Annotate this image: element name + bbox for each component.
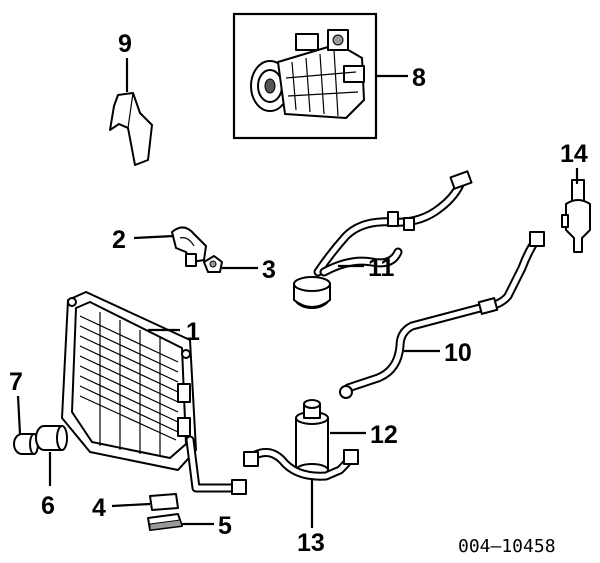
part-7-cap [13, 433, 39, 455]
part-10-discharge-line [339, 231, 545, 399]
part-13-liquid-line [243, 448, 359, 481]
callout-13: 13 [297, 529, 325, 557]
callout-2: 2 [112, 226, 126, 254]
drawing-number: 004–10458 [458, 536, 556, 557]
part-2-bracket [171, 226, 207, 267]
callout-12: 12 [370, 421, 398, 449]
callout-6: 6 [41, 492, 55, 520]
callout-14: 14 [560, 140, 588, 168]
leader-lines [16, 58, 579, 528]
part-1-condenser [61, 291, 247, 495]
callout-5: 5 [218, 512, 232, 540]
callout-11: 11 [368, 254, 395, 282]
part-3-fitting [203, 255, 223, 273]
callout-4: 4 [92, 494, 106, 522]
part-12-receiver-drier [295, 399, 329, 477]
part-4-pad [149, 493, 179, 511]
callout-labels: 9 8 14 2 3 11 1 10 7 6 12 4 5 13 [9, 30, 588, 557]
callout-1: 1 [186, 318, 200, 346]
callout-8: 8 [412, 64, 426, 92]
callout-7: 7 [9, 368, 23, 396]
part-8-compressor [232, 12, 378, 140]
part-14-switch [561, 179, 591, 253]
callout-9: 9 [118, 30, 132, 58]
part-11-suction-hose [293, 170, 473, 309]
part-5-pad [147, 513, 183, 531]
part-9-strap [109, 92, 153, 166]
callout-10: 10 [444, 339, 472, 367]
part-6-fitting [35, 425, 68, 451]
callout-3: 3 [262, 256, 276, 284]
